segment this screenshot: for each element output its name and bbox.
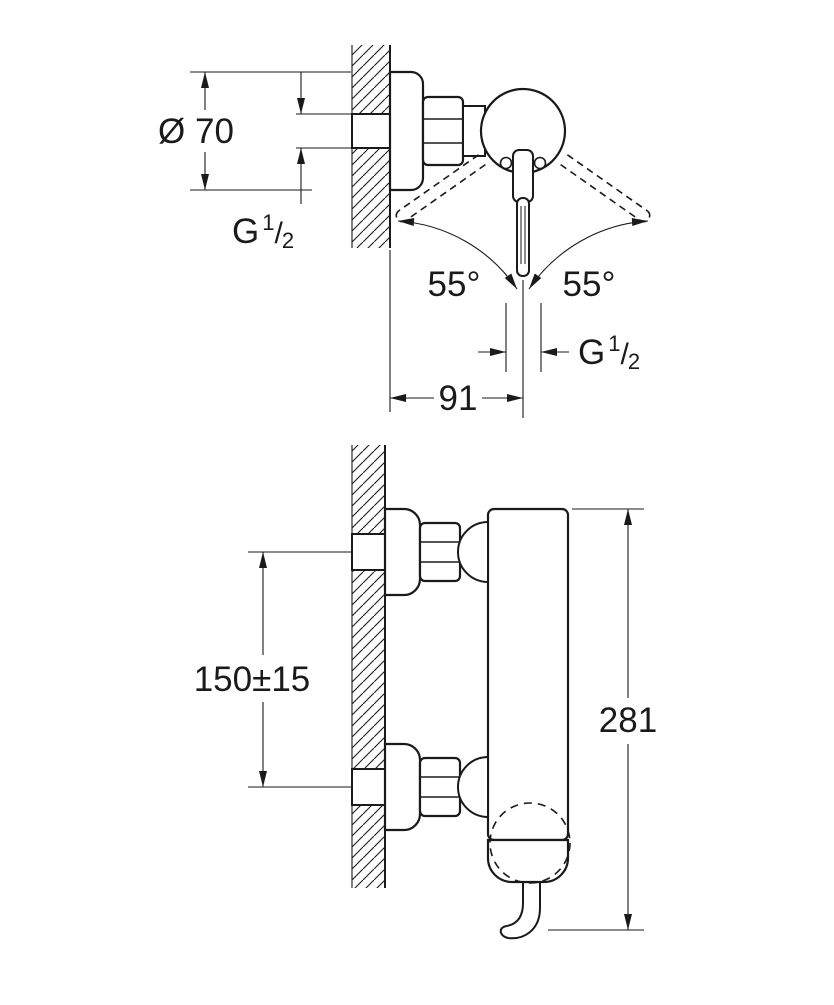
label-connection-spacing: 150±15: [194, 660, 311, 699]
dim-overall-height: [548, 508, 644, 931]
dim-inlet-thread: [296, 72, 352, 204]
outlet-cap: [486, 838, 570, 884]
lower-union-cone: [457, 755, 489, 819]
dim-connection-spacing: [248, 551, 352, 788]
faucet-front-view: [383, 507, 571, 940]
front-view: 150±15 281: [194, 445, 657, 940]
lower-escutcheon: [383, 742, 422, 832]
label-swing-left: 55°: [428, 265, 481, 304]
upper-union-cone: [457, 520, 489, 584]
upper-union-nut: [418, 521, 462, 583]
upper-escutcheon: [383, 507, 422, 597]
upper-pipe-front-view: [351, 533, 386, 571]
lower-pipe-front-view: [351, 768, 386, 806]
mixer-body: [486, 507, 570, 842]
label-wall-to-center: 91: [439, 379, 478, 418]
outlet-spout: [499, 882, 541, 940]
dim-escutcheon-diameter: [190, 71, 351, 191]
label-escutcheon-diameter: Ø 70: [158, 112, 234, 151]
lever-handle-top-view: [512, 149, 534, 277]
label-swing-right: 55°: [563, 265, 616, 304]
swing-angle-arcs: [397, 218, 649, 290]
lower-union-nut: [418, 756, 462, 818]
outlet-swivel-dashed: [489, 802, 571, 884]
label-overall-height: 281: [599, 701, 657, 740]
inlet-pipe-top-view: [351, 113, 391, 149]
handle-swing-right-dashed: [560, 154, 651, 223]
wall-section-front-view: [351, 445, 386, 888]
escutcheon-top-view: [388, 70, 425, 192]
marker-dot-left: [499, 156, 513, 170]
dim-outlet-thread: [478, 303, 569, 372]
dim-wall-to-center: [389, 250, 524, 418]
marker-dot-right: [533, 156, 547, 170]
union-nut-top-view: [421, 95, 465, 167]
faucet-top-view: [388, 70, 567, 277]
